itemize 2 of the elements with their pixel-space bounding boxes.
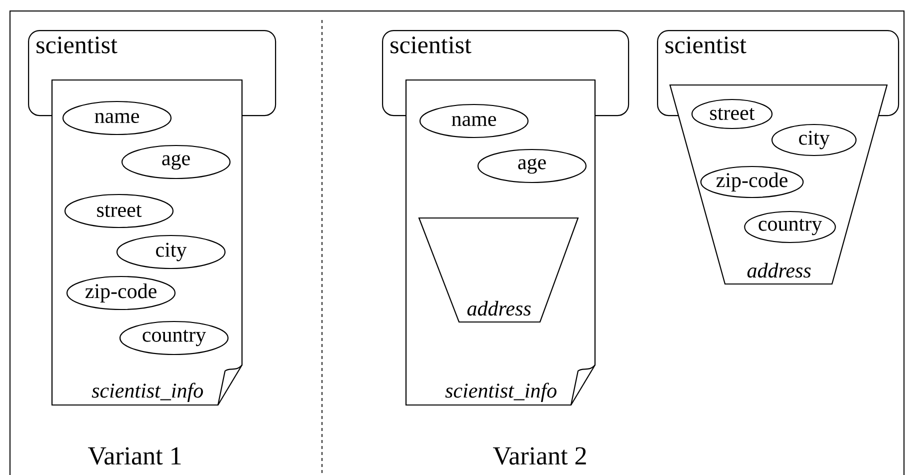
variant-label: Variant 1 [88, 447, 181, 465]
variant-label: Variant 2 [493, 447, 586, 465]
